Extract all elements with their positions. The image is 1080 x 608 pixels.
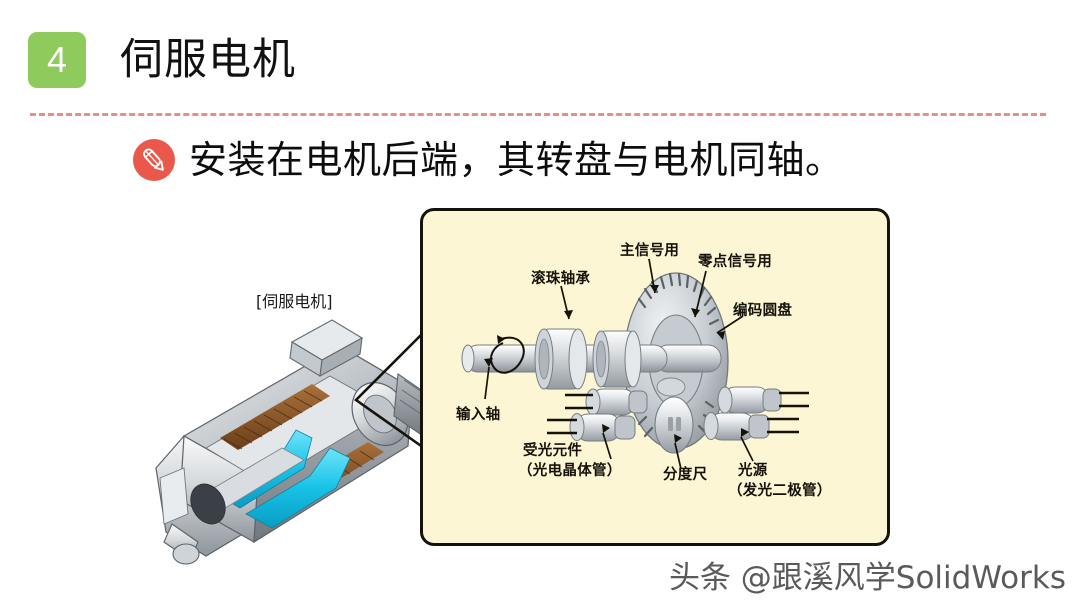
label-encoder-disc: 编码圆盘 <box>733 303 793 319</box>
page-title: 伺服电机 <box>120 35 296 85</box>
label-light-source-name: 光源 <box>738 463 768 479</box>
label-ball-bearing: 滚珠轴承 <box>531 271 591 287</box>
encoder-diagram-panel: 滚珠轴承 主信号用 零点信号用 编码圆盘 输入轴 受光元件 （光电晶体管） 分度… <box>420 208 890 546</box>
label-zero-point-signal: 零点信号用 <box>698 254 772 270</box>
divider-dashed-line <box>30 113 1046 116</box>
section-number-badge: 4 <box>28 32 86 88</box>
label-light-source-type: （发光二极管） <box>728 483 832 499</box>
slide-header: 4 伺服电机 <box>0 0 1080 108</box>
label-photo-receiver-type: （光电晶体管） <box>518 463 622 479</box>
subtitle-row: 安装在电机后端，其转盘与电机同轴。 <box>133 138 844 182</box>
label-index-scale: 分度尺 <box>663 467 708 483</box>
label-photo-receiver-name: 受光元件 <box>523 443 583 459</box>
pencil-icon <box>133 139 175 181</box>
motor-caption-label: [伺服电机] <box>256 292 333 311</box>
label-main-signal: 主信号用 <box>620 243 680 259</box>
callout-wedge <box>350 330 470 460</box>
subtitle-text: 安装在电机后端，其转盘与电机同轴。 <box>189 138 844 182</box>
label-input-shaft: 输入轴 <box>456 407 501 423</box>
servo-motor-cutaway-illustration <box>150 310 450 570</box>
section-number: 4 <box>46 39 68 80</box>
watermark-text: 头条 @跟溪风学SolidWorks <box>668 560 1066 596</box>
